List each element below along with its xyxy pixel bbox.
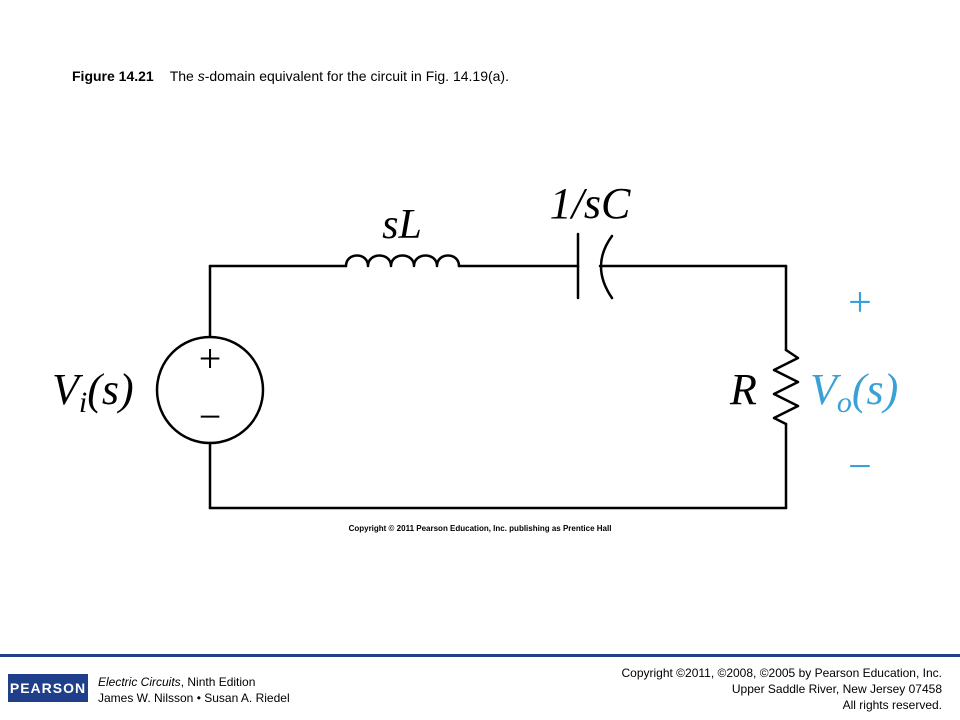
book-info: Electric Circuits, Ninth Edition James W… <box>98 674 290 706</box>
capacitor-label: 1/sC <box>550 179 631 228</box>
copyright-line-2: Upper Saddle River, New Jersey 07458 <box>731 682 942 696</box>
figure-caption-text: The s-domain equivalent for the circuit … <box>169 68 509 84</box>
voltage-source-circle <box>155 335 265 445</box>
inductor-label: sL <box>382 202 422 248</box>
pearson-logo-text: PEARSON <box>9 680 87 696</box>
output-plus-sign: + <box>848 280 872 326</box>
source-plus-sign: + <box>199 336 222 381</box>
figure-caption: Figure 14.21 The s-domain equivalent for … <box>72 68 509 84</box>
source-voltage-label: Vi(s) <box>52 365 134 419</box>
pearson-logo: PEARSON <box>8 674 88 702</box>
copyright-line-1: Copyright ©2011, ©2008, ©2005 by Pearson… <box>621 666 942 680</box>
inductor-coil <box>344 254 461 268</box>
inner-copyright: Copyright © 2011 Pearson Education, Inc.… <box>349 524 612 533</box>
footer-copyright: Copyright ©2011, ©2008, ©2005 by Pearson… <box>621 665 942 713</box>
footer-rule <box>0 654 960 657</box>
figure-number: Figure 14.21 <box>72 68 154 84</box>
book-edition: , Ninth Edition <box>180 675 256 689</box>
copyright-line-3: All rights reserved. <box>842 698 942 712</box>
output-minus-sign: − <box>848 444 872 490</box>
resistor-label: R <box>729 365 757 414</box>
resistor-zigzag <box>772 348 800 426</box>
book-title: Electric Circuits <box>98 675 181 689</box>
book-title-line: Electric Circuits, Ninth Edition <box>98 674 290 690</box>
output-voltage-label: Vo(s) <box>810 365 898 419</box>
source-minus-sign: − <box>199 394 222 439</box>
book-authors: James W. Nilsson • Susan A. Riedel <box>98 691 290 705</box>
